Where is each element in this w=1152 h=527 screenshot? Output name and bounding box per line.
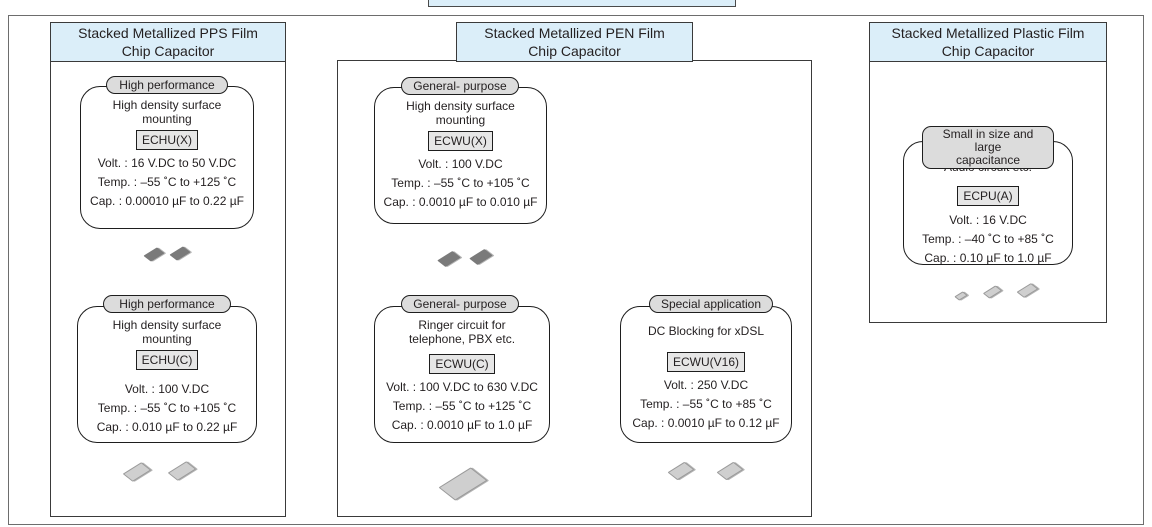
capacitance-spec: Cap. : 0.010 µF to 0.22 µF bbox=[96, 420, 238, 434]
voltage-spec: Volt. : 100 V.DC bbox=[418, 157, 503, 171]
model-label: ECWU(C) bbox=[429, 354, 495, 374]
badge-general-purpose: General- purpose bbox=[401, 77, 519, 95]
model-label: ECHU(C) bbox=[135, 350, 199, 370]
temperature-spec: Temp. : –55 ˚C to +85 ˚C bbox=[640, 397, 772, 411]
badge-high-performance: High performance bbox=[106, 76, 228, 94]
capacitance-spec: Cap. : 0.00010 µF to 0.22 µF bbox=[90, 194, 244, 208]
card-ecwu-v16: DC Blocking for xDSL ECWU(V16) Volt. : 2… bbox=[620, 306, 792, 443]
model-label: ECWU(V16) bbox=[666, 352, 745, 372]
voltage-spec: Volt. : 16 V.DC bbox=[949, 213, 1027, 227]
group-plastic-title: Stacked Metallized Plastic Film Chip Cap… bbox=[869, 22, 1107, 62]
group-pen-title: Stacked Metallized PEN Film Chip Capacit… bbox=[456, 22, 693, 62]
capacitance-spec: Cap. : 0.10 µF to 1.0 µF bbox=[924, 251, 1052, 265]
card-echu-x: High density surface mounting ECHU(X) Vo… bbox=[80, 86, 254, 229]
voltage-spec: Volt. : 100 V.DC bbox=[124, 382, 210, 396]
card-description: DC Blocking for xDSL bbox=[647, 324, 765, 338]
card-echu-c: High density surface mounting ECHU(C) Vo… bbox=[77, 306, 257, 443]
group-pps-title: Stacked Metallized PPS Film Chip Capacit… bbox=[50, 22, 286, 62]
temperature-spec: Temp. : –55 ˚C to +105 ˚C bbox=[391, 176, 530, 190]
model-label: ECPU(A) bbox=[957, 186, 1019, 206]
voltage-spec: Volt. : 250 V.DC bbox=[663, 378, 749, 392]
capacitance-spec: Cap. : 0.0010 µF to 1.0 µF bbox=[391, 418, 533, 432]
badge-general-purpose: General- purpose bbox=[401, 295, 519, 313]
top-header-tab bbox=[428, 0, 736, 7]
model-label: ECHU(X) bbox=[136, 130, 198, 150]
voltage-spec: Volt. : 16 V.DC to 50 V.DC bbox=[97, 156, 237, 170]
card-description: High density surface mounting bbox=[112, 318, 222, 346]
temperature-spec: Temp. : –55 ˚C to +125 ˚C bbox=[392, 399, 532, 413]
badge-special-application: Special application bbox=[649, 295, 773, 313]
model-label: ECWU(X) bbox=[428, 131, 493, 151]
badge-small-large-capacitance: Small in size and large capacitance bbox=[922, 126, 1054, 169]
diagram-frame bbox=[8, 15, 1144, 525]
voltage-spec: Volt. : 100 V.DC to 630 V.DC bbox=[386, 380, 538, 394]
card-description: Ringer circuit for telephone, PBX etc. bbox=[408, 318, 516, 346]
card-ecwu-c: Ringer circuit for telephone, PBX etc. E… bbox=[374, 306, 550, 443]
temperature-spec: Temp. : –55 ˚C to +105 ˚C bbox=[97, 401, 237, 415]
temperature-spec: Temp. : –40 ˚C to +85 ˚C bbox=[922, 232, 1054, 246]
badge-high-performance: High performance bbox=[103, 295, 231, 313]
card-description: High density surface mounting bbox=[112, 98, 222, 126]
card-description: High density surface mounting bbox=[406, 99, 515, 127]
capacitance-spec: Cap. : 0.0010 µF to 0.010 µF bbox=[383, 195, 538, 209]
card-ecwu-x: High density surface mounting ECWU(X) Vo… bbox=[374, 87, 547, 224]
temperature-spec: Temp. : –55 ˚C to +125 ˚C bbox=[97, 175, 237, 189]
capacitance-spec: Cap. : 0.0010 µF to 0.12 µF bbox=[632, 416, 780, 430]
